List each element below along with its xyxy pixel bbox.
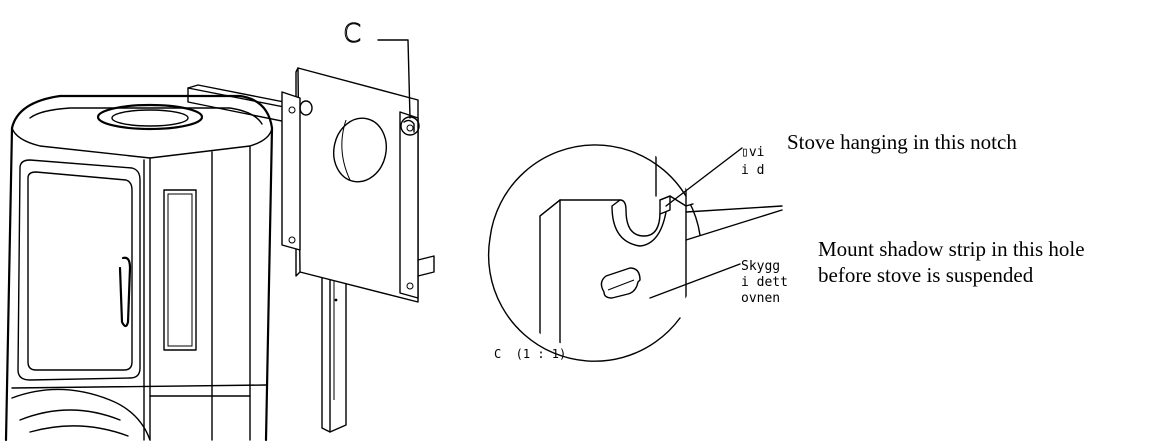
note-mount-shadow-strip: Mount shadow strip in this hole before s… [818, 236, 1085, 288]
detail-view-c [487, 137, 783, 362]
cad-label-notch-2: i d [741, 163, 764, 178]
cad-label-strip-2: i dett [741, 275, 788, 290]
note-stove-hanging: Stove hanging in this notch [787, 130, 1017, 154]
cad-label-notch-1: ▯vi [741, 145, 764, 160]
detail-letter-c: C [343, 19, 361, 49]
wall-bracket-drawing [187, 39, 435, 433]
cad-label-strip-1: Skygg [741, 259, 780, 274]
detail-scale-label: C (1 : 1) [494, 347, 566, 361]
note-mount-line-1: Mount shadow strip in this hole [818, 237, 1085, 261]
cad-label-strip-3: ovnen [741, 291, 780, 306]
stove-drawing [4, 94, 274, 442]
note-mount-line-2: before stove is suspended [818, 263, 1034, 287]
